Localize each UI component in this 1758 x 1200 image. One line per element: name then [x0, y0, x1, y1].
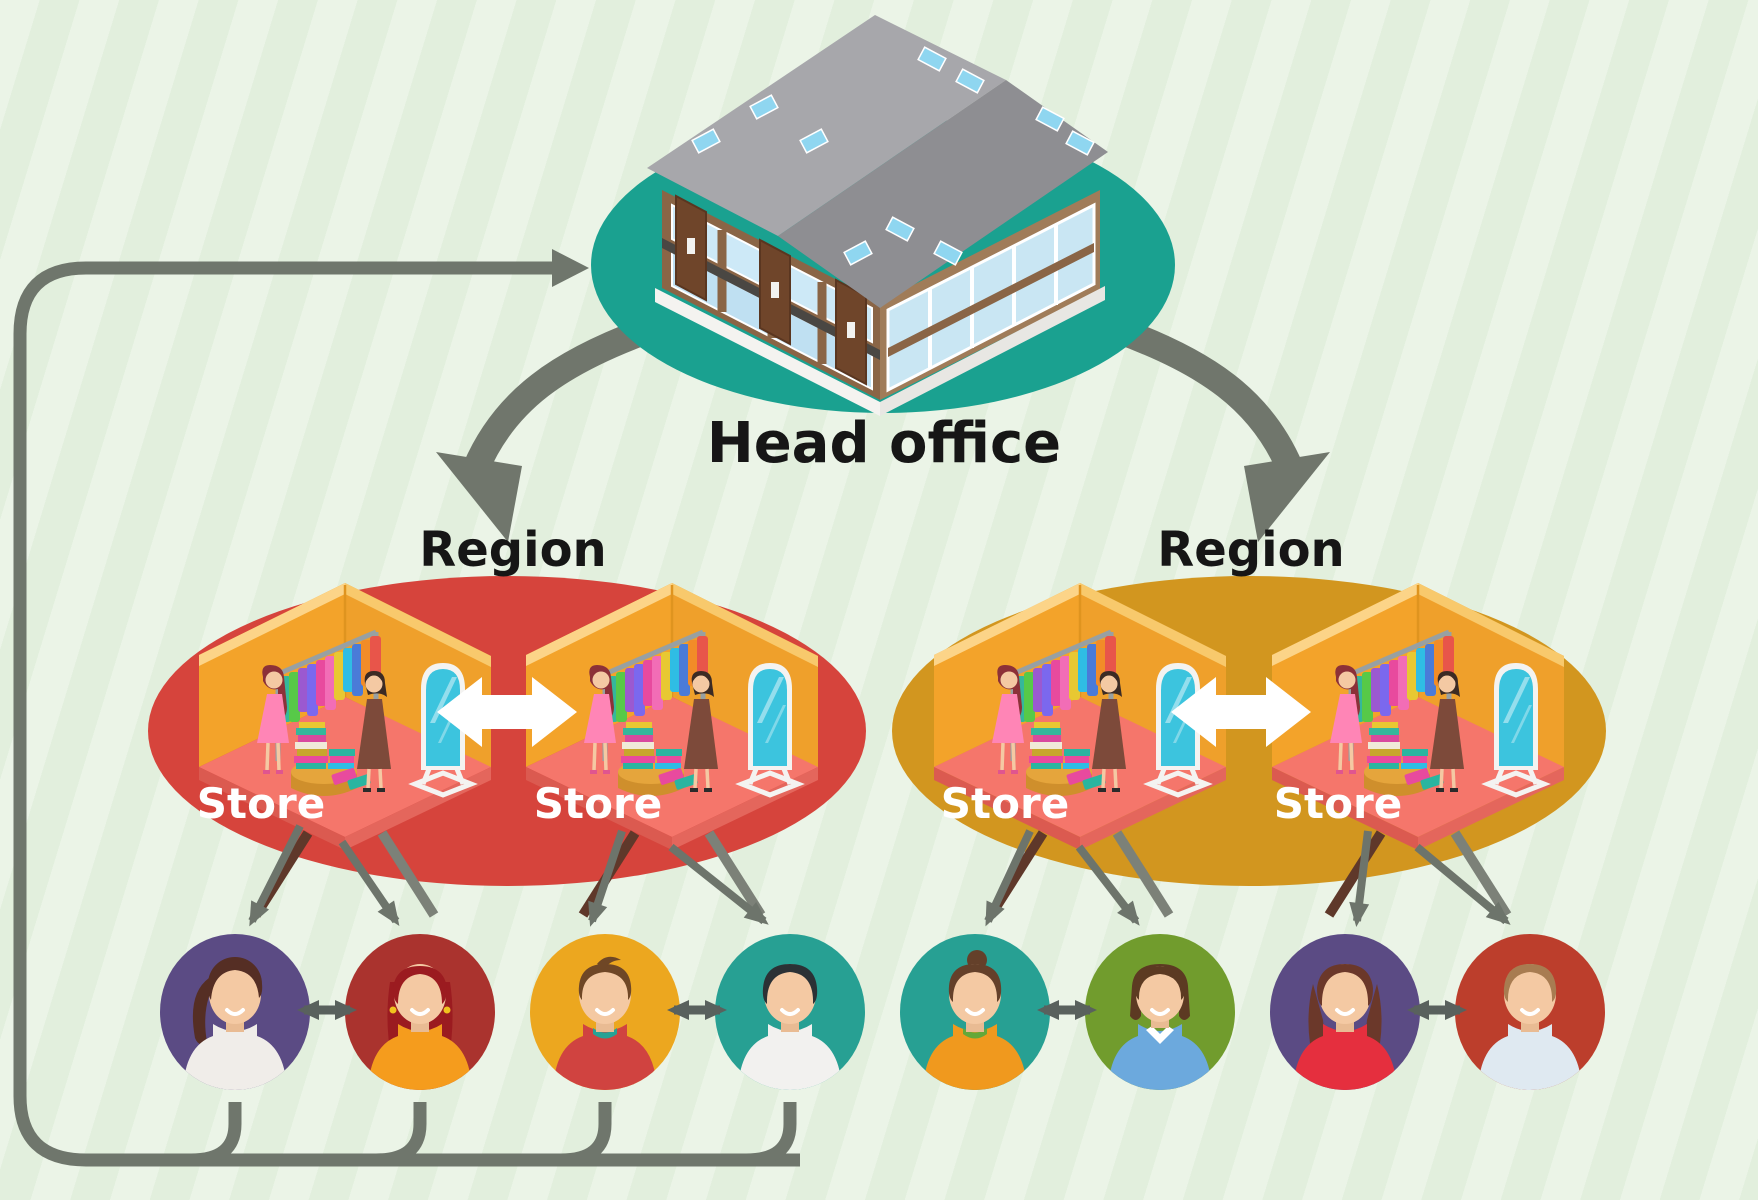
head-office-label: Head office	[707, 411, 1061, 476]
region-right-label: Region	[1157, 522, 1344, 578]
avatar-person-6	[1085, 934, 1235, 1090]
avatar-hair	[1503, 964, 1557, 1002]
store-label-4: Store	[1274, 779, 1402, 828]
avatar-person-7	[1270, 934, 1420, 1090]
avatar-shirt	[553, 1024, 657, 1090]
roof-skylights	[691, 46, 1095, 266]
avatar-hair	[1317, 964, 1373, 1006]
feedback-loop-path	[13, 261, 800, 1167]
avatar-shirt	[738, 1024, 842, 1090]
avatar-hair	[578, 964, 632, 1000]
avatar-person-3	[530, 934, 680, 1090]
arrowhead-icon	[1244, 452, 1330, 542]
avatar-hair	[393, 966, 447, 1004]
avatar-person-5	[900, 934, 1050, 1090]
avatar-face	[1136, 966, 1184, 1022]
avatar-shirt	[1478, 1024, 1582, 1090]
store-sync-arrow-right	[1171, 677, 1311, 747]
avatar-shirt	[183, 1024, 287, 1090]
store-to-person-arrows	[248, 824, 1511, 927]
head-office: Head office	[591, 15, 1175, 476]
store-label-3: Store	[941, 779, 1069, 828]
store-sync-arrow-left	[437, 677, 577, 747]
store-label-2: Store	[534, 779, 662, 828]
avatar-shirt	[368, 1024, 472, 1090]
avatar-hair	[207, 957, 263, 1000]
avatar-face	[579, 964, 631, 1024]
store2-to-person3-arrow	[588, 829, 626, 927]
avatar-person-1	[160, 934, 310, 1090]
store3-to-person5-arrow	[984, 829, 1034, 927]
avatar-shirt	[923, 1024, 1027, 1090]
store3-to-person6-arrow	[1075, 844, 1140, 926]
avatar-shirt	[1293, 1024, 1397, 1090]
avatar-person-2	[345, 934, 495, 1090]
building-door-towers	[675, 194, 867, 386]
store2-to-person4-arrow	[668, 843, 769, 925]
avatar-person-4	[715, 934, 865, 1090]
avatar-face	[949, 964, 1001, 1024]
avatar-shirt	[1108, 1024, 1212, 1090]
region-left: Store Store Region	[148, 522, 866, 915]
feedback-stub-3	[560, 1102, 612, 1167]
arrow-headoffice-to-region-right	[1113, 317, 1330, 542]
building-base-left	[655, 288, 880, 416]
arrowhead-icon	[436, 452, 522, 542]
avatar-hair	[948, 964, 1002, 1002]
feedback-stub-4	[745, 1102, 797, 1167]
store4-to-person8-arrow	[1414, 843, 1511, 925]
feedback-loop-arrow	[13, 249, 800, 1167]
store4-to-person7-arrow	[1349, 830, 1372, 927]
feedback-stub-2	[375, 1102, 427, 1167]
region-left-label: Region	[419, 522, 606, 578]
avatar-face	[394, 964, 446, 1024]
building-roof-left	[647, 15, 1006, 236]
feedback-stub-1	[190, 1102, 242, 1167]
head-office-building	[647, 15, 1108, 416]
avatar-person-8	[1455, 934, 1605, 1090]
building-base-right	[880, 286, 1105, 416]
avatar-collar	[593, 1028, 617, 1039]
store-label-1: Store	[197, 779, 325, 828]
avatar-collar	[1146, 1026, 1174, 1044]
avatar-collar	[963, 1028, 987, 1039]
avatar-face	[764, 964, 816, 1024]
avatar-face	[1504, 964, 1556, 1024]
arrow-headoffice-to-region-left	[436, 317, 653, 542]
avatar-hair	[1134, 966, 1186, 1000]
avatar-face	[1319, 964, 1371, 1024]
store1-to-person2-arrow	[338, 839, 400, 926]
feedback-arrowhead-icon	[552, 249, 589, 287]
avatar-hair	[762, 964, 818, 1004]
region-right: Store Store Region	[892, 522, 1606, 915]
avatar-face	[209, 964, 261, 1024]
store1-to-person1-arrow	[248, 824, 304, 927]
